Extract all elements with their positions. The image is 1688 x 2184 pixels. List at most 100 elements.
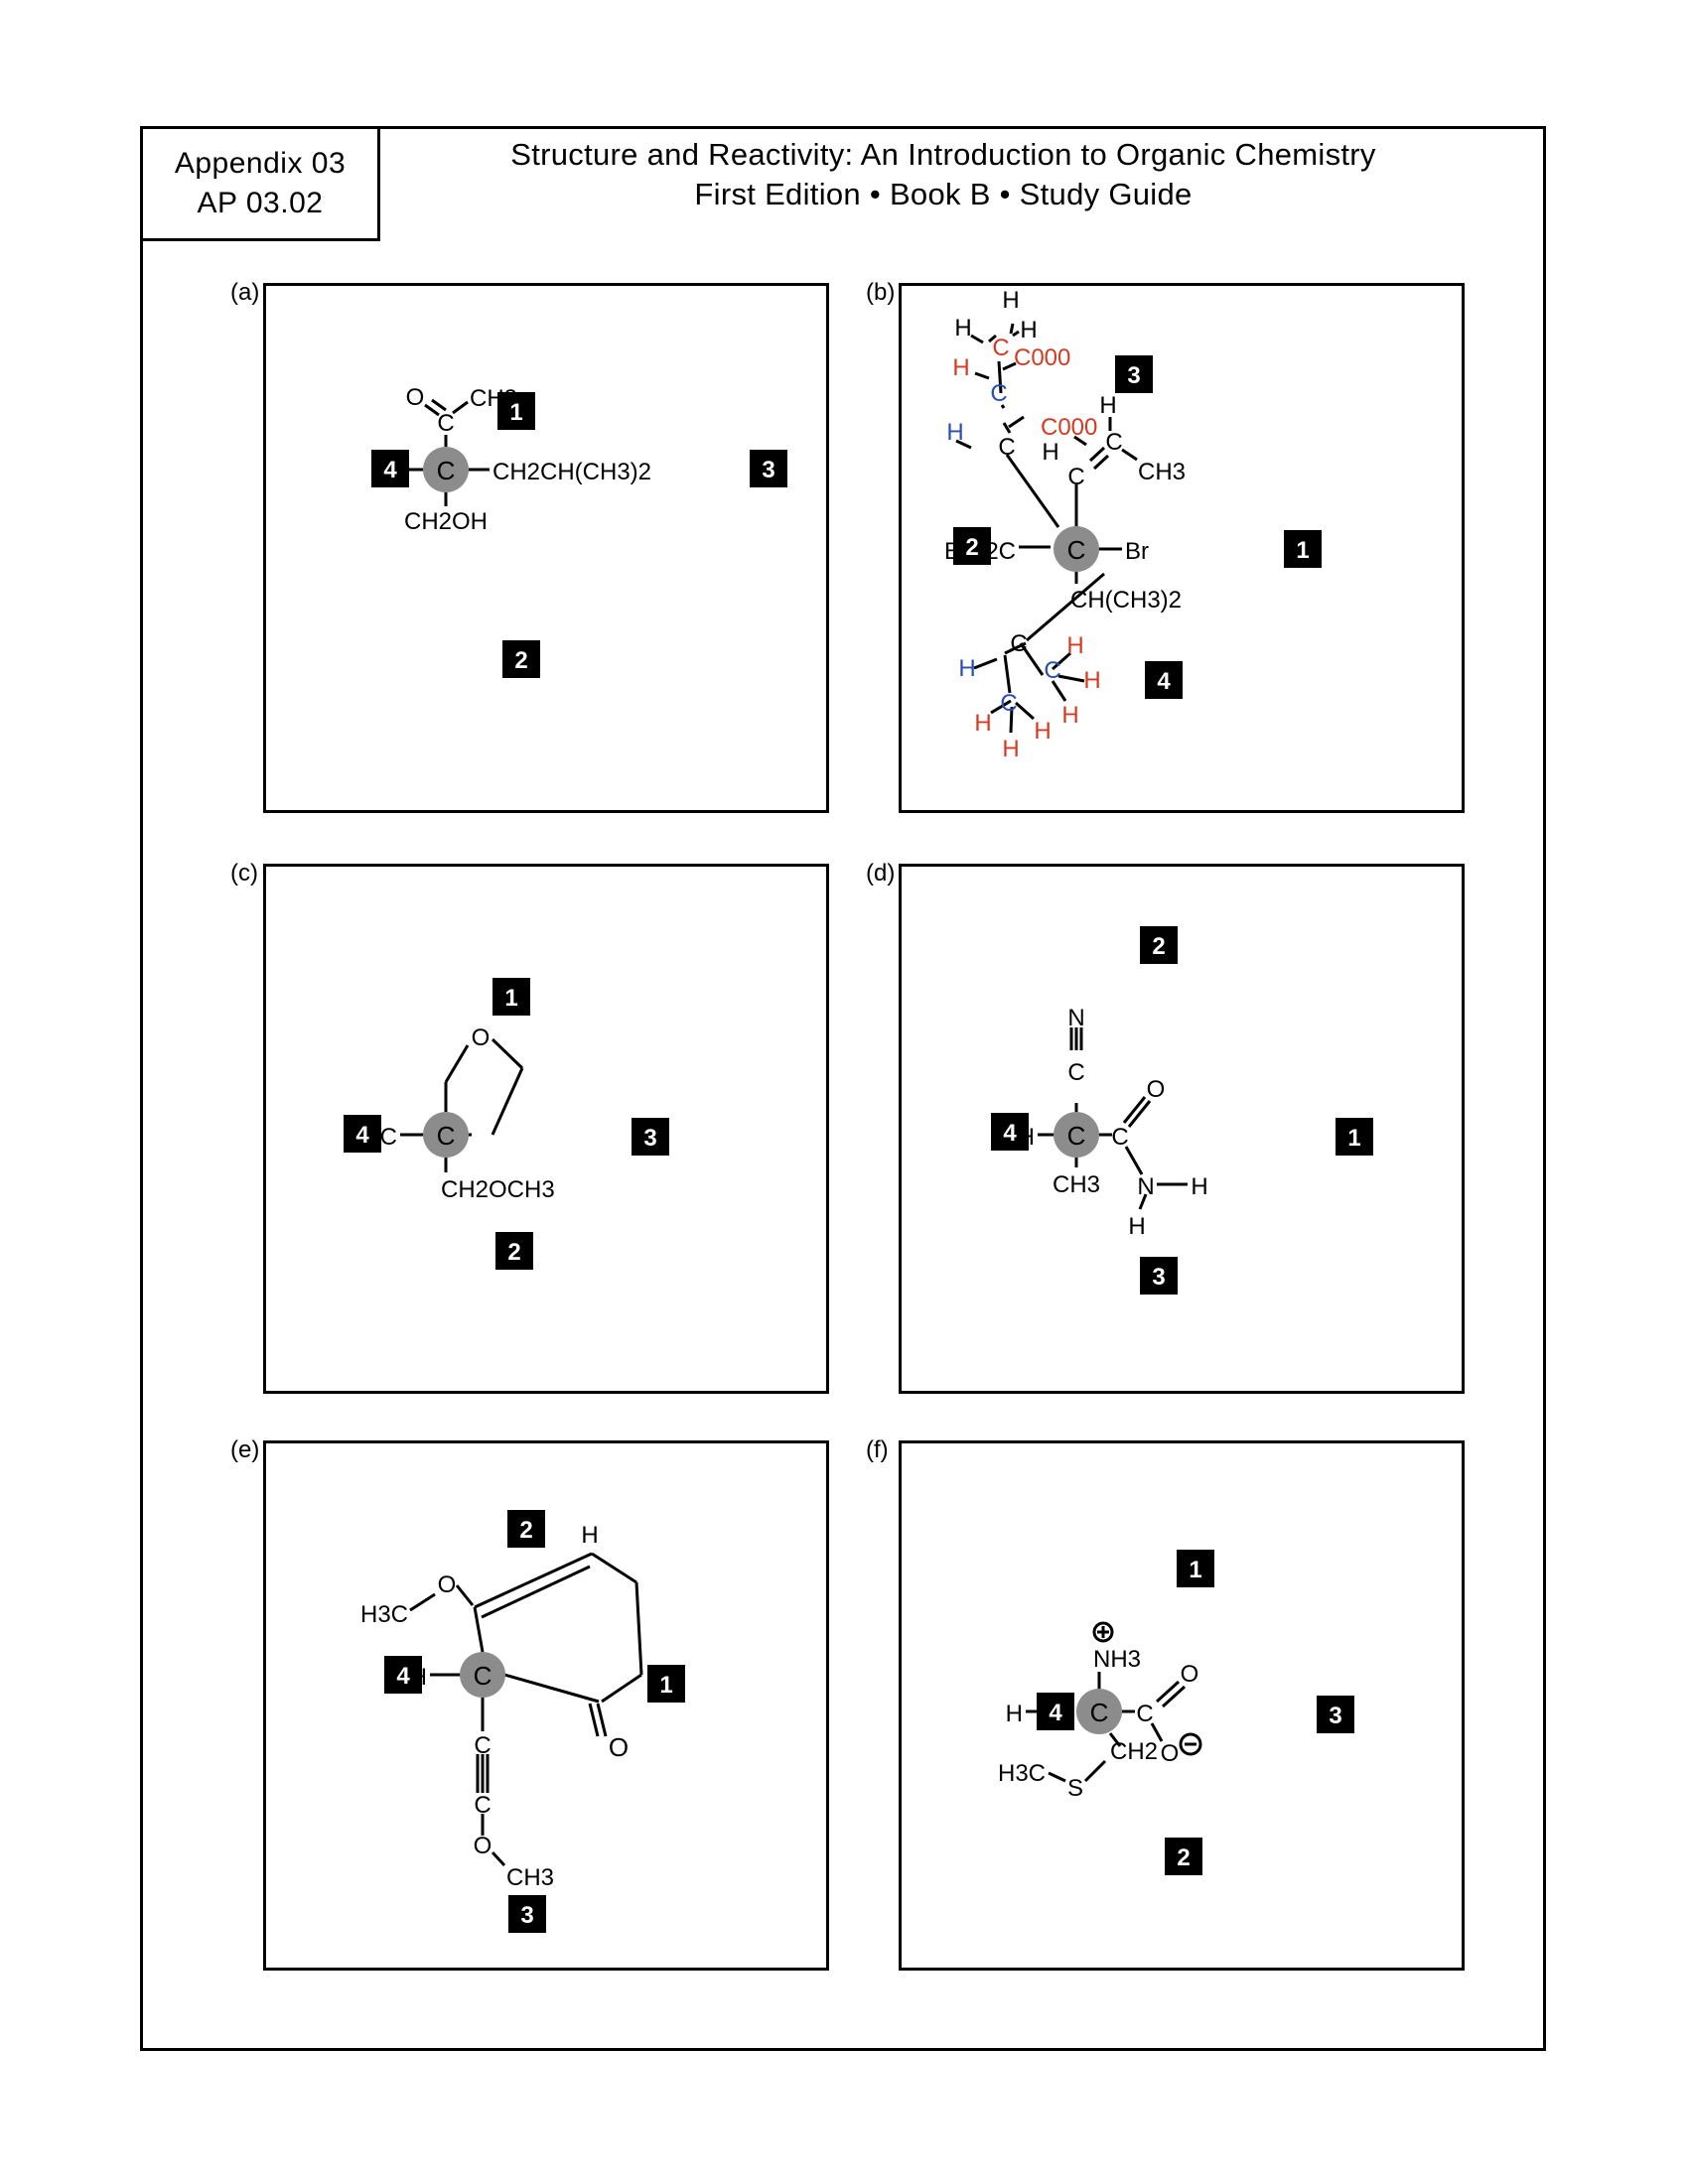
vinyl-carbon: C — [1067, 464, 1084, 490]
priority-badge: 2 — [1140, 926, 1178, 964]
center-carbon: C — [1090, 1698, 1109, 1727]
stereocenter-marker — [1076, 1689, 1122, 1734]
methyl-group: H3C — [360, 1601, 408, 1628]
priority-badge: 3 — [632, 1118, 669, 1156]
ammonium-group: NH3 — [1093, 1646, 1141, 1673]
panel-f: C H NH3 C O O CH2 S H3C 1 4 3 2 — [899, 1440, 1465, 1971]
svg-text:4: 4 — [1003, 1120, 1017, 1147]
priority-badge: 2 — [953, 527, 991, 565]
panel-d: C N C H C O CH3 N H H 2 4 1 3 — [899, 864, 1465, 1394]
structure-d: C N C H C O CH3 N H H 2 4 1 3 — [991, 926, 1373, 1295]
center-carbon: C — [437, 456, 456, 485]
duplicate-hydrogen: H — [954, 315, 971, 341]
nitrile-carbon: C — [1067, 1059, 1084, 1086]
hydrogen-substituent: H — [1006, 1701, 1023, 1727]
carboxylate-carbon: C — [1136, 1701, 1153, 1727]
methyl-hydrogen: H — [1002, 736, 1019, 762]
appendix-box: Appendix 03 AP 03.02 — [140, 126, 380, 241]
center-carbon: C — [1067, 1121, 1086, 1151]
priority-badge: 3 — [508, 1895, 546, 1933]
priority-badge: 1 — [497, 392, 535, 430]
vinyl-hydrogen: H — [1099, 392, 1116, 419]
priority-badge: 1 — [1284, 530, 1322, 568]
panel-f-label: (f) — [866, 1436, 889, 1463]
svg-text:2: 2 — [965, 534, 978, 561]
book-subtitle: First Edition • Book B • Study Guide — [694, 177, 1193, 211]
vinyl-carbon: C — [1105, 429, 1122, 456]
methyl-carbon: C — [1000, 690, 1017, 717]
svg-text:2: 2 — [514, 647, 527, 674]
branch-carbon: C — [998, 434, 1015, 461]
branch-carbon: C — [1010, 630, 1027, 657]
methyl-carbon: C — [1044, 657, 1060, 684]
amide-carbon: C — [1111, 1124, 1128, 1151]
svg-text:1: 1 — [509, 399, 522, 426]
methyl-hydrogen: H — [1034, 718, 1051, 745]
positive-charge-icon — [1092, 1621, 1114, 1643]
duplicate-hydrogen: H — [946, 419, 963, 446]
methyl-hydrogen: H — [1083, 667, 1100, 694]
svg-text:3: 3 — [1127, 362, 1140, 389]
appendix-title: Appendix 03 — [174, 147, 347, 180]
duplicate-carbon-label: C000 — [1014, 344, 1070, 371]
svg-text:1: 1 — [1189, 1557, 1201, 1583]
svg-text:4: 4 — [383, 457, 397, 483]
methylene-group: CH2 — [1110, 1738, 1158, 1765]
priority-badge: 4 — [991, 1113, 1029, 1151]
priority-badge: 1 — [647, 1665, 685, 1703]
panel-e-label: (e) — [230, 1436, 260, 1463]
nitrile-nitrogen: N — [1067, 1005, 1084, 1031]
priority-badge: 2 — [495, 1232, 533, 1270]
duplicate-hydrogen: H — [952, 354, 969, 381]
amide-nitrogen: N — [1137, 1173, 1154, 1200]
duplicate-hydrogen: H — [1002, 287, 1019, 314]
stereocenter-marker — [1054, 526, 1099, 572]
panel-c-label: (c) — [230, 860, 258, 887]
center-carbon: C — [474, 1661, 492, 1691]
ketone-oxygen: O — [609, 1732, 629, 1762]
priority-badge: 2 — [507, 1510, 545, 1548]
alkyne-carbon: C — [474, 1792, 491, 1819]
svg-text:2: 2 — [1152, 933, 1165, 960]
amide-oxygen: O — [1147, 1076, 1166, 1103]
priority-badge: 4 — [371, 450, 409, 487]
negative-charge-icon — [1179, 1732, 1202, 1756]
priority-badge: 4 — [344, 1115, 381, 1153]
duplicate-hydrogen: H — [1020, 317, 1037, 343]
alkyne-carbon: C — [474, 1732, 491, 1759]
svg-text:2: 2 — [519, 1517, 532, 1544]
stereocenter-marker — [460, 1652, 505, 1698]
stereocenter-marker — [423, 447, 469, 492]
appendix-code: AP 03.02 — [197, 187, 324, 219]
panel-e: C H O H3C H O C C O CH3 2 4 1 3 — [263, 1440, 829, 1971]
priority-badge: 3 — [750, 450, 787, 487]
page-frame — [140, 126, 1546, 2051]
center-carbon: C — [1067, 535, 1086, 565]
svg-text:4: 4 — [1157, 668, 1171, 695]
panel-d-label: (d) — [866, 860, 896, 887]
methyl-hydrogen: H — [1066, 632, 1083, 659]
svg-text:2: 2 — [507, 1239, 520, 1266]
panel-b-label: (b) — [866, 279, 896, 306]
priority-badge: 4 — [1037, 1693, 1074, 1730]
amide-hydrogen: H — [1128, 1213, 1145, 1240]
methoxy-oxygen: O — [474, 1833, 492, 1859]
svg-text:1: 1 — [1347, 1125, 1360, 1152]
page-header: Structure and Reactivity: An Introductio… — [397, 135, 1489, 214]
structure-a: C C O CH3 H CH2CH(CH3)2 CH2OH 1 2 3 4 — [370, 384, 787, 678]
svg-text:3: 3 — [1152, 1264, 1165, 1291]
vinyl-methyl: CH3 — [1138, 459, 1186, 485]
priority-badge: 2 — [502, 640, 540, 678]
svg-text:3: 3 — [1329, 1703, 1341, 1729]
sulfur-atom: S — [1067, 1775, 1083, 1802]
svg-text:4: 4 — [1049, 1700, 1062, 1726]
carbonyl-oxygen: O — [1181, 1661, 1199, 1688]
structure-f: C H NH3 C O O CH2 S H3C 1 4 3 2 — [998, 1550, 1354, 1875]
vinyl-hydrogen: H — [1042, 439, 1058, 466]
priority-badge: 1 — [492, 978, 530, 1016]
priority-badge: 4 — [384, 1656, 422, 1694]
structure-b: C BrH2C Br CH(CH3)2 C C H H CH3 H H H C … — [944, 287, 1322, 762]
svg-text:2: 2 — [1177, 1844, 1190, 1871]
svg-text:1: 1 — [504, 985, 517, 1012]
amide-hydrogen: H — [1191, 1173, 1207, 1200]
